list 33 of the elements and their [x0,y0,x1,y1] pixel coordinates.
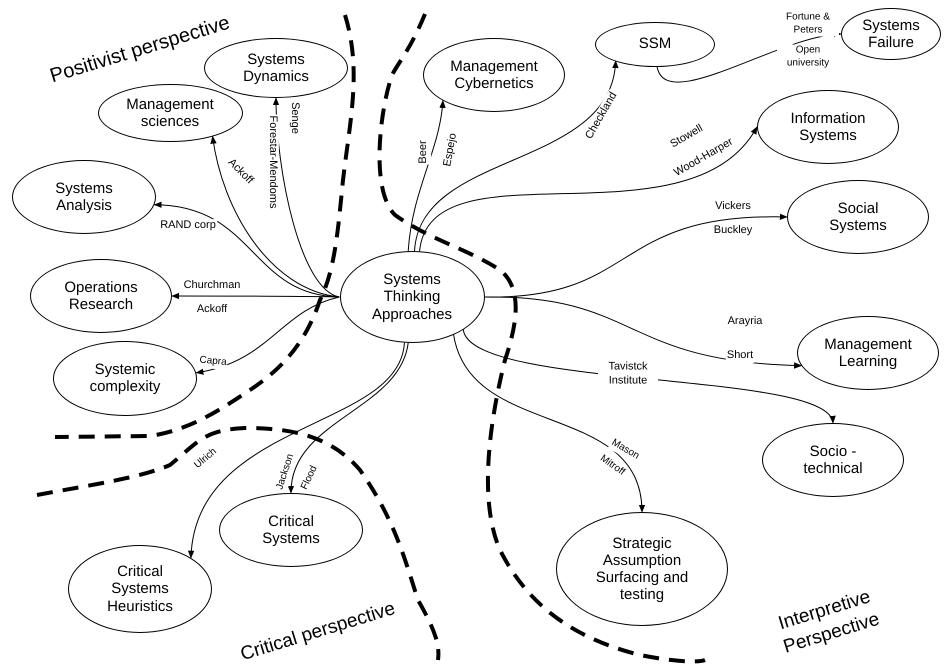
arrow [171,292,340,300]
topic-text: Management Learning [823,336,913,370]
topic-text: Management sciences [125,96,215,130]
topic-text: Systems Dynamics [242,50,310,86]
arrow [408,100,446,252]
topic-text: Socio - technical [802,442,864,478]
edge-label: Senge [287,101,301,135]
arrow [210,136,340,298]
topic-text: Systems Thinking Approaches [370,271,454,323]
edge-label: Capra [198,354,228,370]
author-label: Buckley [712,224,754,238]
arrow [453,334,644,513]
arrow [188,342,405,559]
topic-text: Social Systems [828,200,888,234]
topic-text: SSM [638,35,672,53]
arrow [288,342,409,494]
edge-label: Arayria [726,315,764,329]
topic-text: Systems Analysis [54,180,114,214]
arrow [419,126,758,252]
topic-text: Management Cybernetics [449,58,539,92]
topic-text: Information Systems [789,110,867,144]
topic-text: Systemic complexity [88,360,162,396]
topic-text: Critical Systems Heuristics [106,563,174,615]
edge-label: Beer [417,139,431,165]
topic-text: Strategic Assumption Surfacing and testing [594,534,690,604]
topic-text: Critical Systems [261,512,321,548]
arrow [414,60,618,252]
topic-text: Systems Failure [861,16,921,52]
arrow [484,296,802,368]
topic-text: Operations Research [63,278,139,314]
arrow [196,296,340,374]
author-label: Short [726,349,754,363]
edge-label: RAND corp [159,219,217,233]
